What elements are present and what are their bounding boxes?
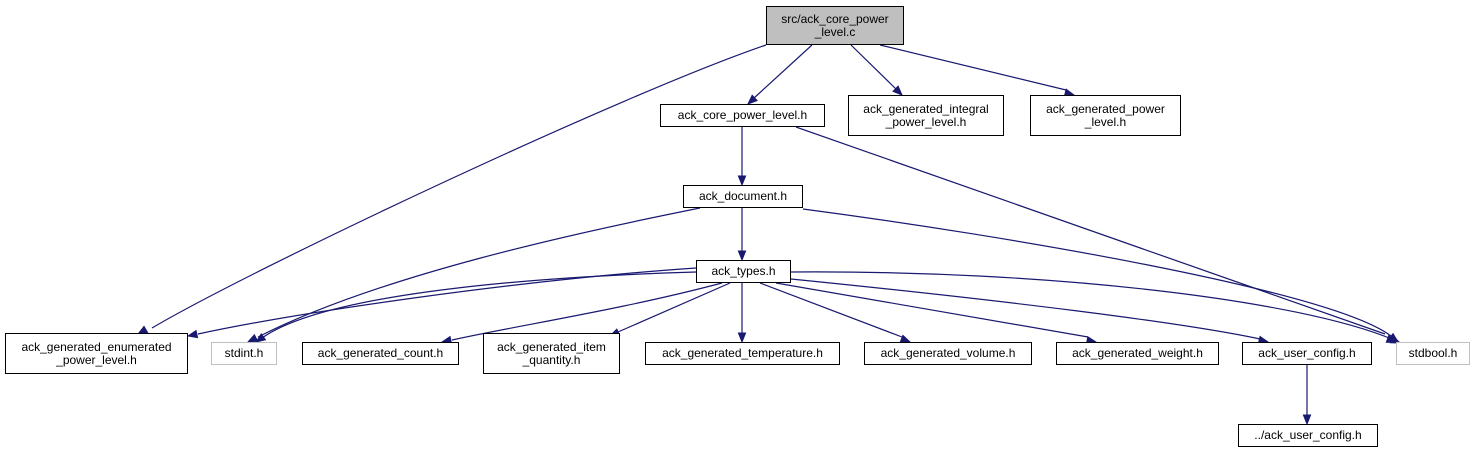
node-parent-ack-user-config-h[interactable]: ../ack_user_config.h <box>1238 424 1378 447</box>
edge-types-to-ucfg <box>790 278 1261 340</box>
node-ack-generated-integral-power-level-h[interactable]: ack_generated_integral _power_level.h <box>848 95 1004 136</box>
arrowhead-types-to-stdint <box>254 332 267 343</box>
edge-root-to-core <box>753 44 813 99</box>
node-ack-user-config-h[interactable]: ack_user_config.h <box>1242 342 1372 365</box>
edge-root-to-enum <box>151 44 767 329</box>
edge-types-to-enum <box>197 267 697 335</box>
edge-types-to-count <box>451 282 723 341</box>
node-ack-generated-enumerated-power-level-h[interactable]: ack_generated_enumerated _power_level.h <box>5 333 188 374</box>
node-ack-generated-volume-h[interactable]: ack_generated_volume.h <box>864 342 1032 365</box>
node-ack-document-h[interactable]: ack_document.h <box>683 185 803 208</box>
arrowhead-types-to-enum <box>186 329 199 339</box>
arrowhead-core-to-doc <box>737 175 747 187</box>
arrowhead-doc-to-stdint <box>246 333 259 343</box>
edge-core-to-stdbool <box>795 126 1386 335</box>
node-ack-generated-item-quantity-h[interactable]: ack_generated_item _quantity.h <box>483 333 620 374</box>
edge-types-to-item <box>617 282 731 333</box>
edge-root-to-integral <box>850 44 897 90</box>
node-stdbool-h: stdbool.h <box>1396 342 1470 365</box>
edge-types-to-stdint <box>261 271 697 339</box>
node-ack-core-power-level-h[interactable]: ack_core_power_level.h <box>660 104 825 127</box>
arrowhead-root-to-core <box>747 94 758 105</box>
edge-types-to-weight <box>775 282 1089 338</box>
node-root-source-file: src/ack_core_power _level.c <box>766 6 904 45</box>
arrowhead-types-to-temp <box>737 332 747 344</box>
arrowhead-doc-to-types <box>737 250 747 262</box>
arrowhead-types-to-stdbool <box>1389 335 1402 344</box>
arrowhead-ucfg-to-ucfg2 <box>1302 414 1312 426</box>
node-ack-generated-power-level-h[interactable]: ack_generated_power _level.h <box>1030 95 1181 136</box>
node-ack-types-h[interactable]: ack_types.h <box>696 260 791 283</box>
edge-types-to-volume <box>759 282 903 338</box>
node-ack-generated-temperature-h[interactable]: ack_generated_temperature.h <box>645 342 840 365</box>
edge-doc-to-stdbool <box>802 208 1392 337</box>
arrowhead-root-to-integral <box>892 85 903 96</box>
node-ack-generated-count-h[interactable]: ack_generated_count.h <box>302 342 459 365</box>
node-ack-generated-weight-h[interactable]: ack_generated_weight.h <box>1056 342 1219 365</box>
node-stdint-h: stdint.h <box>211 342 277 365</box>
edge-types-to-stdbool <box>790 271 1395 341</box>
edge-root-to-power <box>879 44 1067 91</box>
